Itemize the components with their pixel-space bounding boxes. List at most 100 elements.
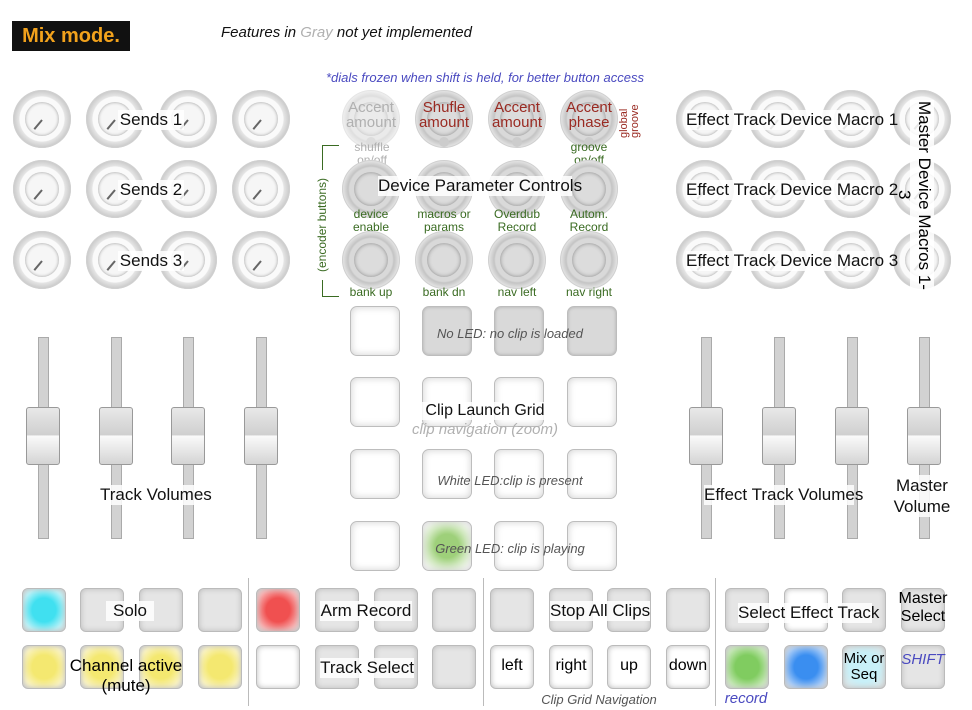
clip-pad[interactable] — [494, 521, 544, 571]
mix-or-seq-button[interactable] — [842, 645, 886, 689]
send-knob[interactable] — [232, 231, 290, 289]
autom-record-label: Autom. Record — [569, 207, 609, 234]
clip-pad[interactable] — [567, 377, 617, 427]
fader-cap[interactable] — [99, 407, 133, 465]
divider — [715, 578, 716, 706]
clip-pad[interactable] — [494, 449, 544, 499]
effect-track-volumes-label: Effect Track Volumes — [704, 485, 864, 505]
features-gray-word: Gray — [300, 24, 333, 41]
bank-up-knob[interactable] — [342, 231, 400, 289]
nav-left-knob[interactable] — [488, 231, 546, 289]
send-knob[interactable] — [232, 160, 290, 218]
white-led-note: White LED:clip is present — [437, 473, 583, 488]
overdub-record-label: Overdub Record — [493, 207, 541, 234]
fader-cap[interactable] — [907, 407, 941, 465]
fader-cap[interactable] — [171, 407, 205, 465]
record-button[interactable] — [725, 645, 769, 689]
features-note: Features in Gray not yet implemented — [221, 24, 472, 41]
clip-nav-zoom-label: clip navigation (zoom) — [412, 421, 558, 438]
clip-pad[interactable] — [422, 449, 472, 499]
down-label: down — [668, 657, 708, 674]
shift-note: *dials frozen when shift is held, for be… — [326, 70, 644, 85]
divider — [483, 578, 484, 706]
clip-pad[interactable] — [422, 306, 472, 356]
fader-cap[interactable] — [244, 407, 278, 465]
accent-amount-label-2: Accent amount — [491, 99, 543, 131]
track-volumes-label: Track Volumes — [100, 485, 212, 505]
macros-params-label: macros or params — [417, 207, 471, 234]
sends2-label: Sends 2 — [118, 180, 184, 200]
global-groove-label: global groove — [618, 104, 641, 138]
clip-pad[interactable] — [567, 449, 617, 499]
channel-active-label: Channel active (mute) — [69, 656, 183, 695]
send-knob[interactable] — [13, 231, 71, 289]
led-dot — [439, 137, 449, 147]
nav-down-button[interactable] — [666, 645, 710, 689]
master-select-button[interactable] — [901, 588, 945, 632]
fader-cap[interactable] — [835, 407, 869, 465]
bank-up-label: bank up — [349, 285, 393, 299]
sends3-label: Sends 3 — [118, 251, 184, 271]
accent-phase-label: Accent phase — [566, 99, 612, 131]
master-macros-label: Master Device Macros 1-3 — [895, 100, 934, 290]
solo-label: Solo — [106, 601, 154, 621]
sends1-label: Sends 1 — [118, 110, 184, 130]
track-select-button-1[interactable] — [256, 645, 300, 689]
solo-button-1[interactable] — [22, 588, 66, 632]
nav-left-label: nav left — [497, 285, 537, 299]
solo-button-4[interactable] — [198, 588, 242, 632]
send-knob[interactable] — [13, 160, 71, 218]
select-effect-track-label: Select Effect Track — [738, 603, 880, 623]
nav-right-button[interactable] — [549, 645, 593, 689]
mute-button-4[interactable] — [198, 645, 242, 689]
divider — [248, 578, 249, 706]
up-label: up — [620, 657, 638, 674]
track-select-label: Track Select — [320, 658, 414, 678]
fader-cap[interactable] — [762, 407, 796, 465]
clip-pad[interactable] — [567, 521, 617, 571]
right-label: right — [555, 657, 587, 674]
nav-up-button[interactable] — [607, 645, 651, 689]
left-label: left — [501, 657, 523, 674]
mute-button-1[interactable] — [22, 645, 66, 689]
bank-dn-label: bank dn — [422, 285, 466, 299]
arm-record-button-4[interactable] — [432, 588, 476, 632]
accent-amount-label-1: Accent amount — [345, 99, 397, 131]
clip-pad-playing[interactable] — [422, 521, 472, 571]
mix-or-seq-label: Mix or Seq — [843, 650, 885, 683]
blue-button[interactable] — [784, 645, 828, 689]
nav-right-knob[interactable] — [560, 231, 618, 289]
track-select-button-4[interactable] — [432, 645, 476, 689]
green-led-note: Green LED: clip is playing — [435, 541, 585, 556]
clip-pad[interactable] — [350, 377, 400, 427]
macro1-label: Effect Track Device Macro 1 — [686, 110, 899, 130]
led-dot — [584, 137, 594, 147]
master-volume-label: Master Volume — [893, 475, 951, 517]
device-param-controls-label: Device Parameter Controls — [378, 176, 583, 196]
nav-left-button[interactable] — [490, 645, 534, 689]
macro3-label: Effect Track Device Macro 3 — [686, 251, 899, 271]
clip-pad[interactable] — [350, 449, 400, 499]
clip-grid-nav-label: Clip Grid Navigation — [541, 692, 657, 707]
master-select-label: Master Select — [898, 590, 948, 625]
bank-dn-knob[interactable] — [415, 231, 473, 289]
send-knob[interactable] — [232, 90, 290, 148]
clip-pad[interactable] — [494, 306, 544, 356]
fader-cap[interactable] — [26, 407, 60, 465]
shift-label: SHIFT — [901, 651, 945, 668]
mute-button-3[interactable] — [139, 645, 183, 689]
clip-pad[interactable] — [350, 306, 400, 356]
mute-button-2[interactable] — [80, 645, 124, 689]
macro2-label: Effect Track Device Macro 2 — [686, 180, 899, 200]
fader-cap[interactable] — [689, 407, 723, 465]
send-knob[interactable] — [13, 90, 71, 148]
led-dot — [512, 137, 522, 147]
shift-button[interactable] — [901, 645, 945, 689]
clip-pad[interactable] — [350, 521, 400, 571]
clip-pad[interactable] — [567, 306, 617, 356]
arm-record-button-1[interactable] — [256, 588, 300, 632]
stop-clip-button-4[interactable] — [666, 588, 710, 632]
autom-knob[interactable] — [560, 160, 618, 218]
stop-clip-button-1[interactable] — [490, 588, 534, 632]
arm-record-label: Arm Record — [320, 601, 412, 621]
